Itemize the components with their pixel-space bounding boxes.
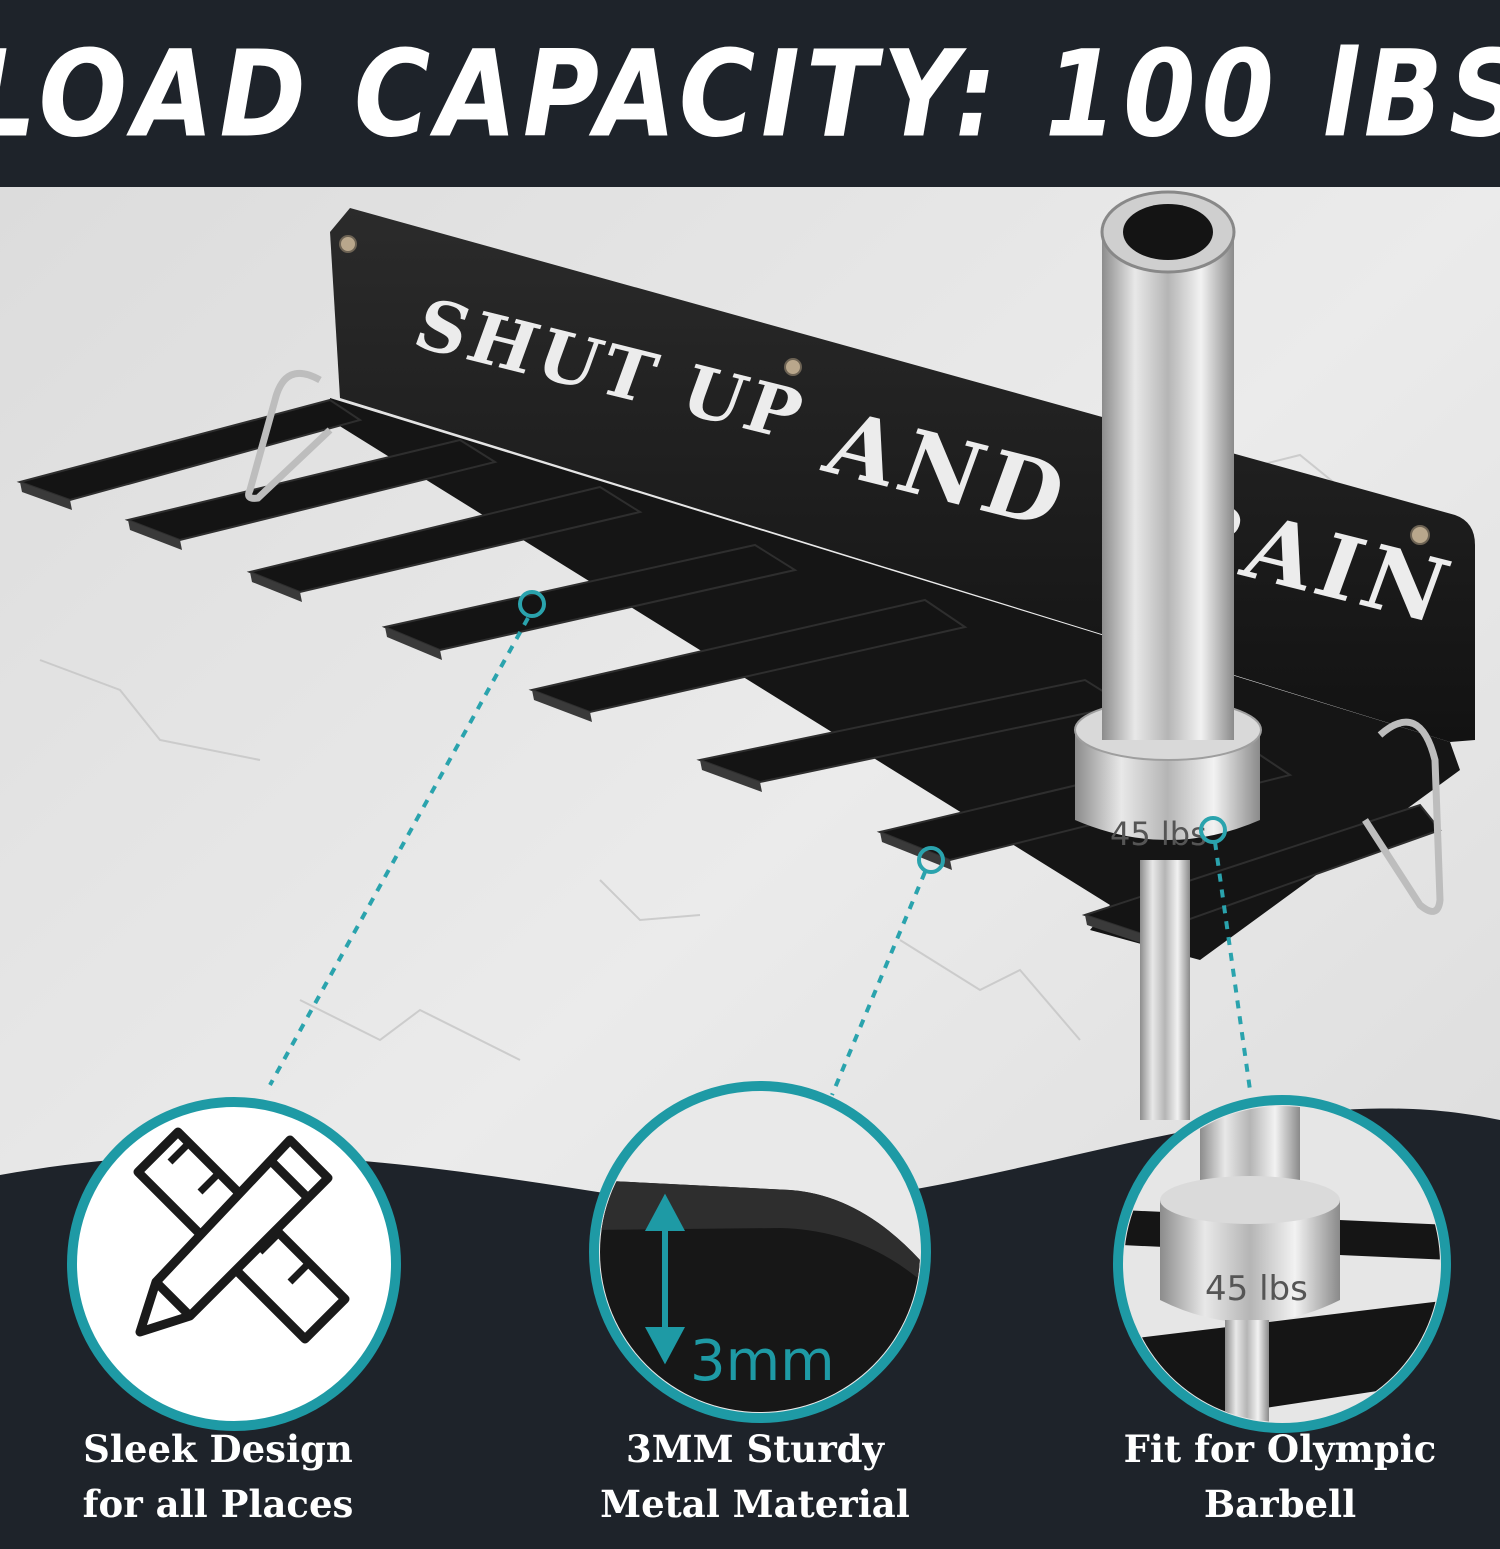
- feature-1-badge: [67, 1097, 401, 1431]
- thickness-label: 3mm: [690, 1329, 835, 1394]
- wall-rack: SHUT UP AND TRAIN: [16, 190, 1475, 1120]
- collar-label: 45 lbs: [1110, 815, 1207, 853]
- header-band: LOAD CAPACITY: 100 lBS: [0, 0, 1500, 187]
- barbell-shaft: [1140, 860, 1190, 1120]
- feature-2-badge: 3mm: [589, 1081, 931, 1423]
- feature-caption-olympic-barbell: Fit for Olympic Barbell: [1070, 1422, 1490, 1532]
- callout-lines: [268, 617, 1252, 1096]
- feature-3-badge: 45 lbs: [1113, 1095, 1451, 1433]
- carabiner-icons: [245, 369, 1444, 915]
- thickness-arrow-icon: [644, 1193, 686, 1365]
- caption-line: Fit for Olympic: [1123, 1427, 1437, 1471]
- caption-line: Barbell: [1203, 1482, 1357, 1526]
- caption-line: 3MM Sturdy: [625, 1427, 885, 1471]
- page-title: LOAD CAPACITY: 100 lBS: [0, 23, 1500, 164]
- callout-dots: [518, 590, 1227, 874]
- prong-tips: [20, 482, 1147, 945]
- collar-closeup-label: 45 lbs: [1205, 1269, 1308, 1309]
- barbell-sleeve: [1102, 230, 1234, 740]
- screw-icons: [339, 235, 1430, 545]
- feature-caption-sleek-design: Sleek Design for all Places: [8, 1422, 428, 1532]
- caption-line: Sleek Design: [83, 1427, 353, 1471]
- barbell-collar: [1075, 730, 1260, 840]
- feature-caption-3mm-metal: 3MM Sturdy Metal Material: [545, 1422, 965, 1532]
- ruler-pencil-icon: [133, 1127, 350, 1344]
- product-scene: SHUT UP AND TRAIN: [0, 187, 1500, 1549]
- caption-line: for all Places: [82, 1482, 354, 1526]
- caption-line: Metal Material: [600, 1482, 910, 1526]
